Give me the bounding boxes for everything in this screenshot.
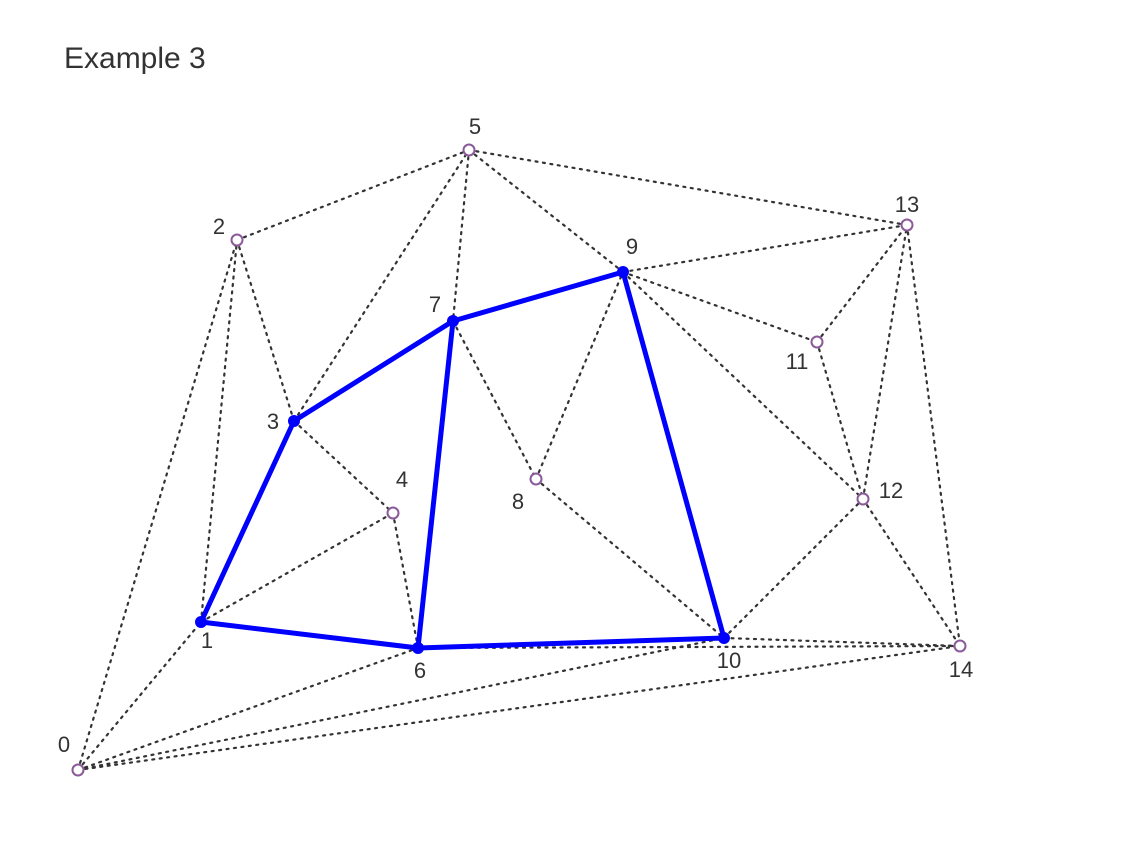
path-node-3	[288, 415, 300, 427]
node-8	[529, 472, 543, 486]
path-node-10	[718, 632, 730, 644]
node-4	[386, 506, 400, 520]
nodes	[71, 143, 967, 777]
node-label-8: 8	[512, 489, 524, 514]
path-edge-6-7	[415, 318, 456, 651]
node-label-0: 0	[58, 732, 70, 757]
node-label-6: 6	[414, 658, 426, 683]
dotted-edge-3-4	[292, 419, 395, 515]
node-14	[953, 639, 967, 653]
node-label-12: 12	[879, 478, 903, 503]
node-label-4: 4	[396, 467, 408, 492]
path-edge-3-7	[291, 318, 456, 424]
dotted-edge-0-2	[76, 238, 239, 772]
node-label-13: 13	[895, 192, 919, 217]
dotted-edge-0-10	[76, 636, 726, 772]
path-node-9	[617, 266, 629, 278]
dotted-edge-11-12	[815, 340, 865, 501]
path-node-7	[447, 315, 459, 327]
node-label-2: 2	[213, 214, 225, 239]
dotted-edge-0-1	[76, 620, 203, 772]
dotted-edge-6-14	[416, 644, 962, 650]
node-13	[900, 218, 914, 232]
node-label-5: 5	[469, 114, 481, 139]
dotted-edge-2-5	[235, 148, 471, 242]
dotted-edge-5-7	[451, 148, 471, 323]
dotted-edge-13-14	[905, 223, 962, 648]
dotted-edge-0-14	[76, 644, 962, 772]
node-label-10: 10	[717, 648, 741, 673]
path-node-1	[195, 616, 207, 628]
dotted-edge-12-13	[861, 223, 909, 501]
node-11	[810, 335, 824, 349]
dotted-edge-0-6	[76, 646, 420, 772]
dotted-edge-4-6	[391, 511, 420, 650]
path-edge-6-1	[198, 619, 421, 651]
dotted-edge-8-9	[534, 270, 625, 481]
dotted-edge-9-11	[621, 270, 819, 344]
dotted-edges	[76, 148, 962, 772]
dotted-edge-7-8	[451, 319, 538, 481]
dotted-edge-3-5	[292, 148, 471, 423]
dotted-edge-10-12	[722, 497, 865, 640]
dotted-edge-1-4	[199, 511, 395, 624]
path-edge-9-10	[620, 269, 727, 641]
dotted-edge-8-10	[534, 477, 726, 640]
path-edge-1-3	[198, 418, 297, 625]
node-label-7: 7	[429, 292, 441, 317]
path-edge-7-9	[450, 269, 626, 324]
node-12	[856, 492, 870, 506]
dotted-edge-2-3	[235, 238, 296, 423]
dotted-edge-11-13	[815, 223, 909, 344]
node-label-3: 3	[267, 409, 279, 434]
node-0	[71, 763, 85, 777]
dotted-edge-1-2	[199, 238, 239, 624]
node-label-1: 1	[201, 628, 213, 653]
node-label-11: 11	[786, 349, 809, 374]
dotted-edge-5-9	[467, 148, 625, 274]
node-label-14: 14	[949, 657, 973, 682]
dotted-edge-9-13	[621, 223, 909, 274]
node-label-9: 9	[626, 234, 638, 259]
dotted-edge-9-12	[621, 270, 865, 501]
node-2	[230, 233, 244, 247]
dotted-edge-5-13	[467, 148, 909, 227]
node-5	[462, 143, 476, 157]
path-edges	[198, 269, 727, 651]
dotted-edge-12-14	[861, 497, 962, 648]
path-node-6	[412, 642, 424, 654]
page-title: Example 3	[64, 42, 206, 75]
path-edge-10-6	[415, 635, 727, 651]
dotted-edge-10-14	[722, 636, 962, 648]
